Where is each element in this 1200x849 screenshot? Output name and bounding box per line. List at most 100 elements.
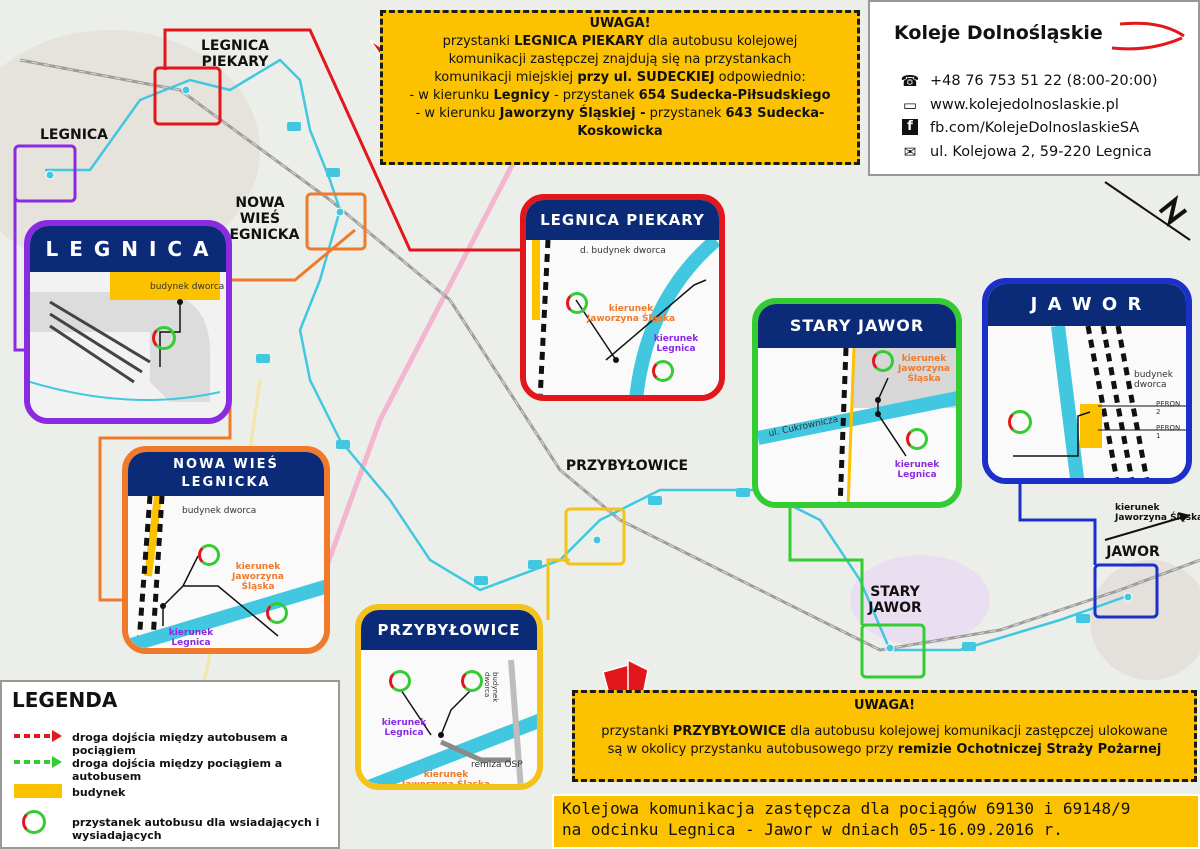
warning-text-bold: przy ul. SUDECKIEJ: [577, 70, 715, 85]
inset-legnica-piekary: LEGNICA PIEKARY d. budynek dworca kierun…: [520, 194, 725, 401]
inset-title: PRZYBYŁOWICE: [361, 610, 537, 650]
label-kierunek-jaworzyna: kierunek Jaworzyna Śląska: [1115, 503, 1200, 523]
warning-text-bold: Koskowicka: [577, 124, 663, 139]
brand-logo: [1111, 21, 1185, 51]
footer-line-1: Kolejowa komunikacja zastępcza dla pocią…: [562, 799, 1131, 818]
marker-nowa-wies[interactable]: [305, 192, 367, 251]
inset-map: [758, 348, 956, 502]
direction-label-legnica: kierunek Legnica: [168, 628, 214, 648]
contact-box: Koleje Dolnośląskie ☎ +48 76 753 51 22 (…: [868, 0, 1200, 176]
warning-text-bold: PRZYBYŁOWICE: [672, 724, 787, 739]
warning-box-top: UWAGA! przystanki LEGNICA PIEKARY dla au…: [380, 10, 860, 165]
peron-2-label: PERON 2: [1156, 400, 1181, 416]
legend-item-building: budynek: [72, 786, 126, 799]
warning-text: komunikacji zastępczej znajdują się na p…: [448, 52, 792, 67]
marker-jawor[interactable]: [1093, 563, 1159, 619]
bus-stop-icon: [461, 670, 483, 692]
footer-line-2: na odcinku Legnica - Jawor w dniach 05-1…: [562, 820, 1063, 839]
footer-banner: Kolejowa komunikacja zastępcza dla pocią…: [552, 794, 1200, 849]
label-legnica: LEGNICA: [40, 127, 109, 143]
label-legnica-piekary: LEGNICA PIEKARY: [200, 38, 269, 70]
inset-legnica: L E G N I C A budynek dworca: [24, 220, 232, 424]
legend-title: LEGENDA: [12, 688, 118, 712]
bus-stop-icon: [1008, 410, 1032, 434]
legend-item-red-path: droga dojścia między autobusem a pociągi…: [72, 731, 288, 757]
inset-map: [361, 650, 537, 784]
warning-text: dla autobusu kolejowej komunikacji zastę…: [786, 724, 1168, 739]
building-label: budynek dworca: [1134, 370, 1173, 390]
inset-title-line1: NOWA WIEŚ: [173, 457, 279, 472]
direction-label-jaworzyna: kierunek Jaworzyna Śląska: [401, 770, 491, 790]
legend: LEGENDA droga dojścia między autobusem a…: [0, 680, 340, 849]
direction-label-jaworzyna: kierunek Jaworzyna Śląska: [898, 354, 950, 384]
direction-label-jaworzyna: kierunek Jaworzyna Śląska: [232, 562, 284, 592]
warning-text: - w kierunku: [409, 88, 494, 103]
contact-phone[interactable]: +48 76 753 51 22 (8:00-20:00): [930, 73, 1158, 89]
warning-text: komunikacji miejskiej: [434, 70, 578, 85]
legend-item-bus-stop: przystanek autobusu dla wsiadających i w…: [72, 816, 320, 842]
warning-text: dla autobusu kolejowej: [643, 34, 798, 49]
inset-title: L E G N I C A: [30, 226, 226, 272]
label-stary-jawor: STARY JAWOR: [868, 584, 922, 616]
label-przybylowice: PRZYBYŁOWICE: [565, 458, 689, 474]
marker-legnica[interactable]: [13, 144, 77, 203]
warning-text-bold: remizie Ochotniczej Straży Pożarnej: [897, 742, 1162, 757]
contact-website[interactable]: www.kolejedolnoslaskie.pl: [930, 97, 1119, 113]
direction-label-legnica: kierunek Legnica: [653, 334, 699, 354]
contact-facebook[interactable]: fb.com/KolejeDolnoslaskieSA: [930, 120, 1140, 136]
direction-label-legnica: kierunek Legnica: [894, 460, 940, 480]
inset-map: [128, 496, 324, 648]
bus-stop-icon: [906, 428, 928, 450]
peron-1-label: PERON 1: [1156, 424, 1181, 440]
inset-nowa-wies: NOWA WIEŚ LEGNICKA budynek dworca kierun…: [122, 446, 330, 654]
inset-title-line2: LEGNICKA: [181, 475, 271, 490]
warning-box-bottom: UWAGA! przystanki PRZYBYŁOWICE dla autob…: [572, 690, 1197, 782]
bus-stop-icon: [152, 326, 176, 350]
inset-przybylowice: PRZYBYŁOWICE budynek dworca kierunek Leg…: [355, 604, 543, 790]
warning-heading: UWAGA!: [589, 16, 651, 31]
osp-label: remiza OSP: [471, 760, 523, 770]
bus-stop-icon: [566, 292, 588, 314]
marker-legnica-piekary[interactable]: [153, 66, 222, 126]
bus-markers: [256, 122, 1090, 651]
building-label: budynek dworca: [483, 672, 499, 703]
inset-map: [30, 272, 226, 418]
direction-label-jaworzyna: kierunek Jaworzyna Śląska: [586, 304, 676, 324]
warning-text-bold: Legnicy: [493, 88, 550, 103]
inset-stary-jawor: STARY JAWOR ul. Cukrownicza kierunek Jaw…: [752, 298, 962, 508]
warning-text: - w kierunku: [415, 106, 500, 121]
phone-icon: ☎: [900, 72, 920, 90]
bus-stop-icon: [652, 360, 674, 382]
warning-text-bold: 654 Sudecka-Piłsudskiego: [638, 88, 831, 103]
inset-jawor: J A W O R budynek dworca PERON 2 PERON 1: [982, 278, 1192, 484]
building-label: d. budynek dworca: [580, 246, 666, 256]
legend-item-green-path: droga dojścia między pociągiem a autobus…: [72, 757, 283, 783]
warning-heading: UWAGA!: [853, 698, 916, 713]
bus-stop-icon: [872, 350, 894, 372]
bus-stop-icon: [198, 544, 220, 566]
inset-title: STARY JAWOR: [758, 304, 956, 348]
marker-przybylowice[interactable]: [564, 507, 626, 566]
building-label: budynek dworca: [182, 506, 257, 516]
building-label: budynek dworca: [150, 282, 225, 292]
warning-text: przystanek: [645, 106, 726, 121]
brand-name: Koleje Dolnośląskie: [894, 22, 1103, 44]
warning-text-bold: 643 Sudecka-: [725, 106, 825, 121]
warning-text: przystanki: [442, 34, 515, 49]
inset-map: [988, 326, 1186, 478]
bus-stop-icon: [389, 670, 411, 692]
warning-text: odpowiednio:: [714, 70, 806, 85]
facebook-icon: f: [902, 119, 918, 135]
label-nowa-wies: NOWA WIEŚ LEGNICKA: [220, 195, 300, 243]
inset-title: NOWA WIEŚ LEGNICKA: [128, 452, 324, 500]
inset-map: [526, 240, 719, 395]
envelope-icon: ✉: [903, 143, 917, 161]
warning-text: przystanki: [601, 724, 673, 739]
legend-symbols: [14, 730, 62, 798]
warning-text: są w okolicy przystanku autobusowego prz…: [607, 742, 898, 757]
direction-label-legnica: kierunek Legnica: [381, 718, 427, 738]
computer-icon: ▭: [902, 96, 918, 114]
label-jawor: JAWOR: [1106, 544, 1160, 560]
inset-title: LEGNICA PIEKARY: [526, 200, 719, 240]
marker-stary-jawor[interactable]: [860, 623, 926, 679]
